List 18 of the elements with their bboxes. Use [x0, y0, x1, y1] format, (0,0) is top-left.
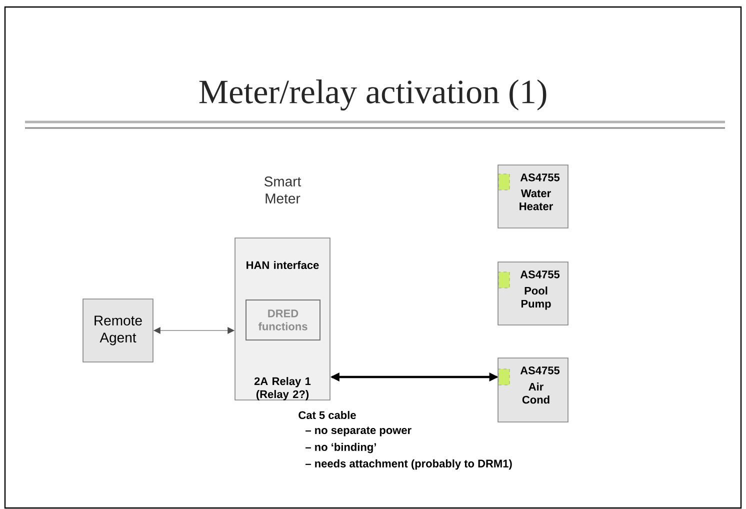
box-heading: Smart Meter	[264, 176, 302, 204]
note-text: – no separate power	[306, 426, 412, 436]
appliance-box: AS4755 Water Heater	[498, 164, 568, 228]
appliance-box: AS4755 Air Cond	[498, 358, 568, 422]
note-text: – needs attachment (probably to DRM1)	[306, 459, 512, 470]
arrow	[330, 372, 498, 382]
appliance-box: AS4755 Pool Pump	[498, 262, 568, 326]
title: Meter/relay activation (1)	[199, 80, 546, 110]
note-text: Cat 5 cable	[298, 410, 356, 420]
box-text: 2A Relay 1 (Relay 2?)	[254, 377, 311, 400]
port-square	[498, 174, 510, 190]
note-text: – no ‘binding’	[306, 442, 376, 454]
port-square	[498, 272, 510, 288]
box-text: HAN interface	[246, 260, 319, 270]
arrow	[153, 327, 235, 334]
port-square	[498, 368, 510, 386]
agent-box: Remote Agent	[82, 298, 154, 362]
function-box: DRED functions	[246, 300, 320, 340]
